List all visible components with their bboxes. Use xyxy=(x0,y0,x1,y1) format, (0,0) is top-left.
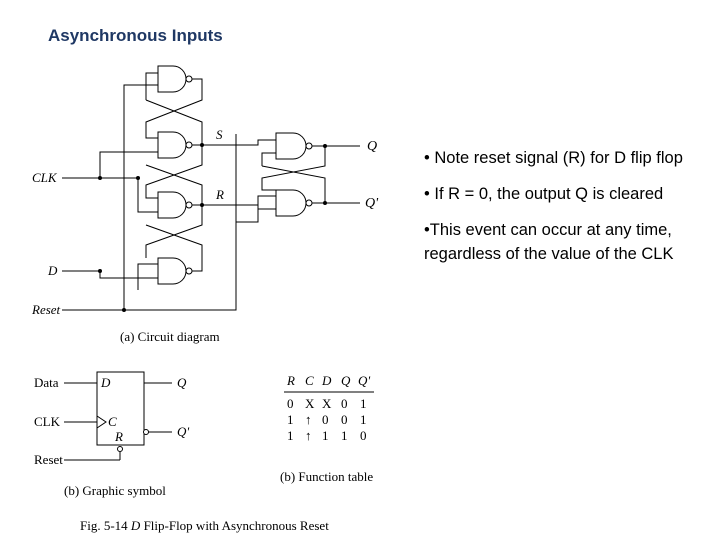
q-output-label: Q xyxy=(367,139,377,154)
nand-gate-2 xyxy=(157,131,193,159)
bullet-list: • Note reset signal (R) for D flip flop … xyxy=(424,146,704,278)
symbol-d-pin: D xyxy=(100,375,111,390)
d-input-label: D xyxy=(47,263,58,278)
clk-input-label: CLK xyxy=(32,170,58,185)
table-cell: 1 xyxy=(341,428,348,443)
table-cell: 1 xyxy=(360,396,367,411)
symbol-qprime-pin: Q' xyxy=(177,424,189,439)
symbol-clk-label: CLK xyxy=(34,414,61,429)
slide-title: Asynchronous Inputs xyxy=(48,26,223,45)
s-label: S xyxy=(216,127,223,142)
nand-gate-1 xyxy=(157,65,193,93)
table-header: R C D Q Q' xyxy=(286,373,370,388)
symbol-r-pin: R xyxy=(114,429,123,444)
r-label: R xyxy=(215,187,224,202)
figure-caption-d: D xyxy=(130,518,141,533)
table-cell: 1 xyxy=(287,412,294,427)
figure-caption: Fig. 5-14 D Flip-Flop with Asynchronous … xyxy=(80,518,329,533)
symbol-reset-label: Reset xyxy=(34,452,63,467)
symbol-q-pin: Q xyxy=(177,375,187,390)
bullet-item: • If R = 0, the output Q is cleared xyxy=(424,185,664,203)
table-header-cell: Q' xyxy=(358,373,370,388)
junction-dots xyxy=(98,143,327,312)
table-cell: X xyxy=(322,396,332,411)
nand-gate-5 xyxy=(275,132,313,160)
table-header-cell: C xyxy=(305,373,314,388)
table-cell: 0 xyxy=(322,412,329,427)
table-row: 1 ↑ 1 1 0 xyxy=(287,428,367,443)
figure-caption-prefix: Fig. 5-14 xyxy=(80,518,131,533)
table-cell: 0 xyxy=(341,396,348,411)
table-header-cell: R xyxy=(286,373,295,388)
figure-caption-rest: Flip-Flop with Asynchronous Reset xyxy=(140,518,329,533)
table-cell: ↑ xyxy=(305,412,312,427)
circuit-caption: (a) Circuit diagram xyxy=(120,329,220,344)
table-header-cell: Q xyxy=(341,373,351,388)
table-cell: ↑ xyxy=(305,428,312,443)
table-cell: X xyxy=(305,396,315,411)
graphic-symbol xyxy=(64,371,172,461)
table-cell: 1 xyxy=(360,412,367,427)
function-table: R C D Q Q' 0 X X 0 1 1 ↑ 0 0 1 1 ↑ 1 1 0… xyxy=(280,373,374,484)
qprime-output-label: Q' xyxy=(365,196,379,211)
table-cell: 0 xyxy=(341,412,348,427)
reset-input-label: Reset xyxy=(31,302,61,317)
table-cell: 0 xyxy=(287,396,294,411)
symbol-caption: (b) Graphic symbol xyxy=(64,483,166,498)
bullet-item: • Note reset signal (R) for D flip flop xyxy=(424,149,683,167)
symbol-c-pin: C xyxy=(108,414,117,429)
table-cell: 0 xyxy=(360,428,367,443)
table-cell: 1 xyxy=(322,428,329,443)
table-row: 0 X X 0 1 xyxy=(287,396,367,411)
nand-gate-4 xyxy=(157,257,193,285)
bullet-item: •This event can occur at any time, regar… xyxy=(424,221,674,263)
symbol-data-label: Data xyxy=(34,375,59,390)
table-row: 1 ↑ 0 0 1 xyxy=(287,412,367,427)
circuit-diagram xyxy=(62,65,360,311)
nand-gate-6 xyxy=(275,189,313,217)
table-header-cell: D xyxy=(321,373,332,388)
table-caption: (b) Function table xyxy=(280,469,373,484)
nand-gate-3 xyxy=(157,191,193,219)
table-cell: 1 xyxy=(287,428,294,443)
